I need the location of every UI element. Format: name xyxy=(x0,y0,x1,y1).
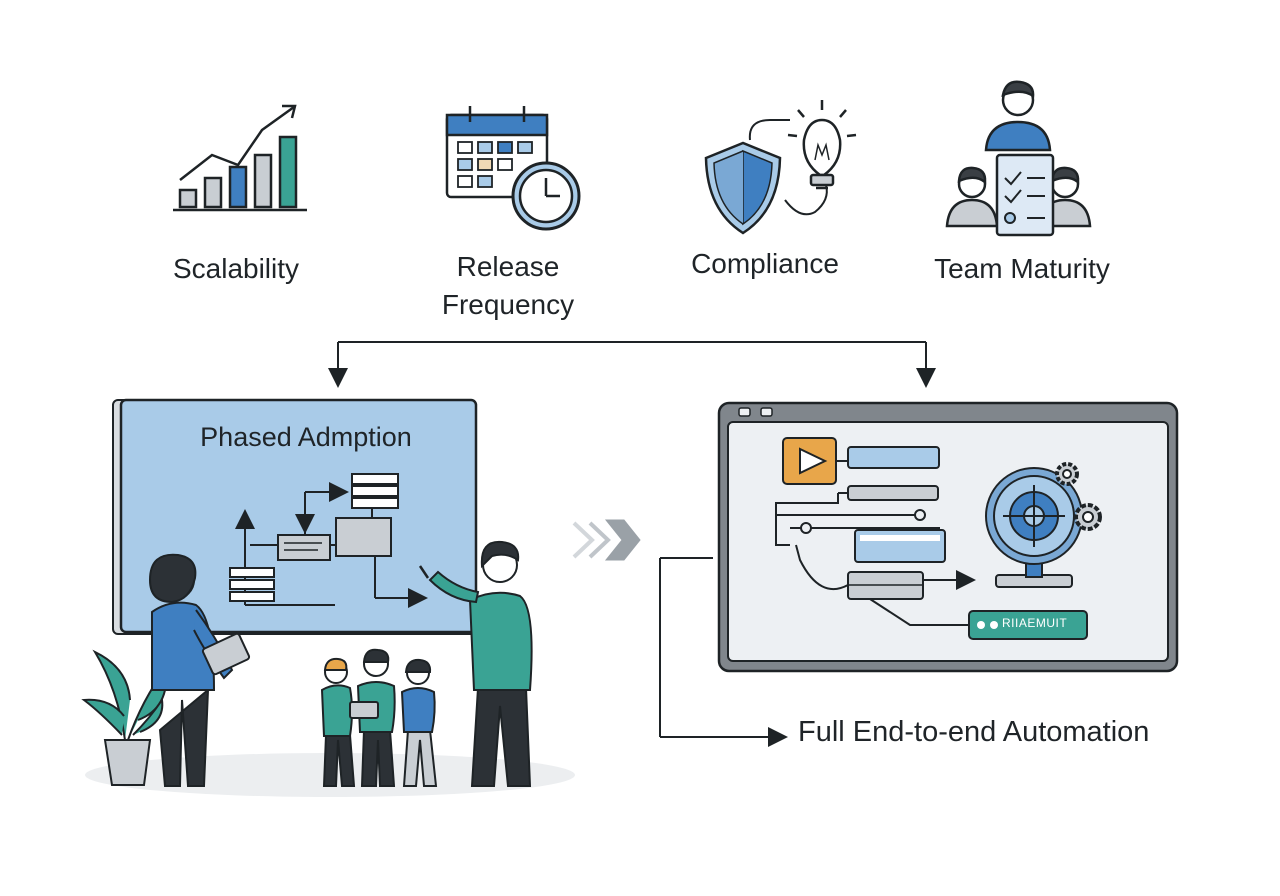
automation-connector xyxy=(659,557,788,747)
factor-label-release-frequency: Release Frequency xyxy=(441,251,575,320)
branch-connector xyxy=(328,341,936,388)
calendar-clock-icon xyxy=(445,106,581,231)
bar-chart-trend-icon xyxy=(173,104,307,212)
team-checklist-icon xyxy=(945,80,1092,237)
board-flowchart xyxy=(229,473,428,608)
factor-label-team-maturity: Team Maturity xyxy=(934,253,1110,284)
status-pill xyxy=(968,610,1088,640)
phased-adoption-title: Phased Admption xyxy=(200,422,412,452)
factor-label-compliance: Compliance xyxy=(691,248,839,279)
presenter-man xyxy=(418,540,533,787)
automation-flow xyxy=(775,437,1088,640)
presenter-woman xyxy=(148,553,251,787)
automation-gear-icon xyxy=(985,462,1102,588)
status-pill-text: RIIAEMUIT xyxy=(1002,616,1068,630)
team-group xyxy=(320,648,438,787)
factor-label-scalability: Scalability xyxy=(172,253,300,284)
chevron-arrows-icon xyxy=(572,519,641,561)
full-automation-label: Full End-to-end Automation xyxy=(798,716,1150,748)
shield-lightbulb-icon xyxy=(704,100,857,235)
